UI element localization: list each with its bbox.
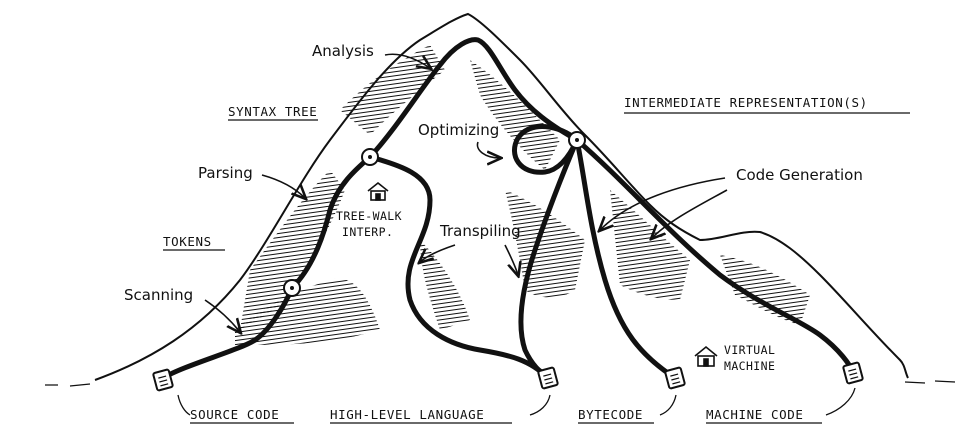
road-tokens-to-syntax-tree	[289, 154, 373, 291]
label-parsing: Parsing	[198, 164, 253, 182]
road-optimizing-loop	[512, 123, 580, 175]
road-syntax-tree-to-hll	[367, 154, 551, 381]
label-transpiling: Transpiling	[439, 222, 521, 240]
road-ir-to-machine-code	[574, 137, 856, 375]
label-analysis: Analysis	[312, 42, 374, 60]
label-interp: INTERP.	[342, 225, 393, 239]
scroll-icon	[152, 368, 174, 392]
label-source-code: SOURCE CODE	[190, 407, 279, 422]
road-ir-to-bytecode	[574, 137, 678, 381]
label-syntax-tree: SYNTAX TREE	[228, 104, 317, 119]
label-tokens: TOKENS	[163, 234, 212, 249]
house-icon	[694, 345, 718, 367]
label-code-generation: Code Generation	[736, 166, 863, 184]
endpoint-markers	[152, 361, 864, 392]
arrow-codegen-bytecode	[600, 177, 726, 230]
label-ticks	[177, 387, 856, 416]
arrow-optimizing	[476, 141, 500, 158]
house-icon	[367, 181, 389, 201]
ground-line	[45, 380, 956, 387]
arrow-transpiling-left	[420, 244, 456, 262]
arrow-codegen-machine	[652, 189, 728, 238]
label-scanning: Scanning	[124, 286, 193, 304]
scroll-icon	[664, 366, 686, 390]
label-bytecode: BYTECODE	[578, 407, 643, 422]
annotation-arrows	[204, 53, 728, 332]
label-intermediate-representations: INTERMEDIATE REPRESENTATION(S)	[624, 95, 868, 110]
arrow-analysis	[384, 53, 430, 68]
arrow-parsing	[261, 174, 305, 198]
arrow-transpiling-right	[504, 244, 518, 275]
mountain-shading	[235, 45, 810, 345]
scroll-icon	[537, 366, 559, 390]
label-high-level-language: HIGH-LEVEL LANGUAGE	[330, 407, 484, 422]
label-virtual: VIRTUAL	[724, 343, 775, 357]
road-network	[160, 37, 856, 381]
road-source-to-tokens	[160, 285, 295, 381]
label-machine: MACHINE	[724, 359, 775, 373]
road-syntax-tree-to-ir	[367, 37, 580, 160]
waypoints	[283, 131, 586, 297]
road-ir-to-hll	[518, 137, 580, 381]
mountain-outline	[94, 12, 909, 381]
scroll-icon	[842, 361, 864, 385]
label-tree-walk: TREE-WALK	[336, 209, 402, 223]
arrow-scanning	[204, 299, 240, 332]
label-underlines	[163, 112, 910, 424]
label-machine-code: MACHINE CODE	[706, 407, 804, 422]
label-optimizing: Optimizing	[418, 121, 499, 139]
